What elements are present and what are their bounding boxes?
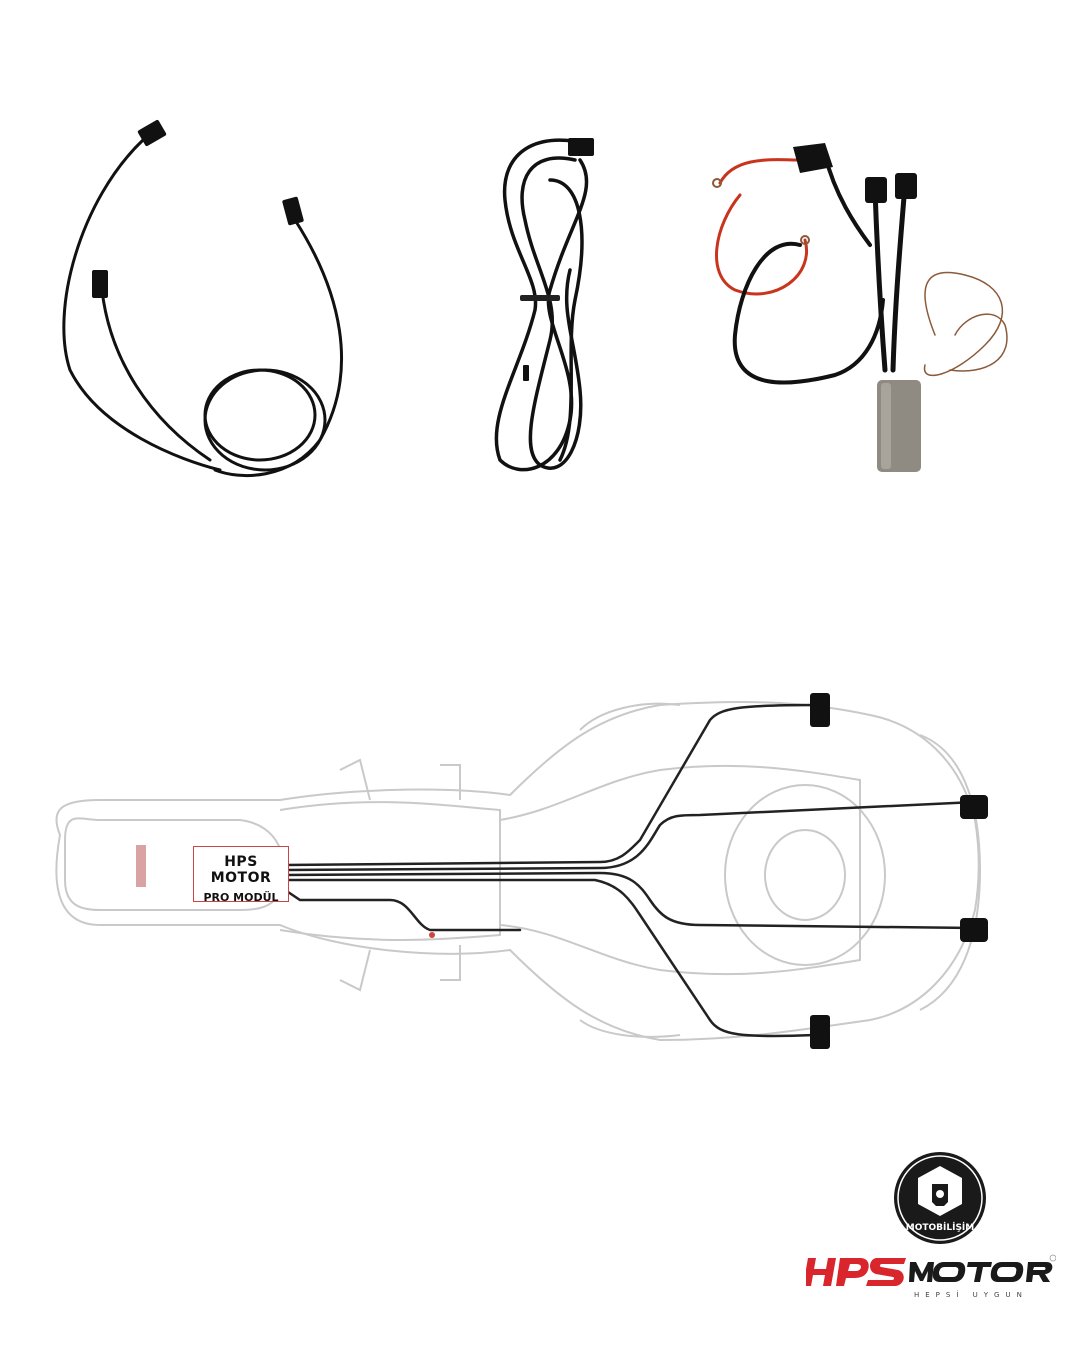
pro-module-label: HPS MOTOR PRO MODÜL [193,846,289,904]
badge-text: MOTOBİLİŞİM [906,1222,975,1233]
harness-connectors [810,693,988,1049]
module-label-line2: PRO MODÜL [203,891,279,904]
tail-light [136,845,146,887]
motobilisim-badge-logo: MOTOBİLİŞİM [894,1152,986,1244]
hps-motor-brand-logo: HEPSİ UYGUN [806,1254,1056,1299]
two-branch-extension-harness [62,119,344,478]
module-label-line1: HPS MOTOR [210,854,272,886]
motorcycle-wiring-diagram [55,693,988,1049]
brand-tagline: HEPSİ UYGUN [914,1290,1028,1299]
coiled-extension-cable [494,138,594,472]
power-harness-with-fuse-and-module [712,143,1008,472]
